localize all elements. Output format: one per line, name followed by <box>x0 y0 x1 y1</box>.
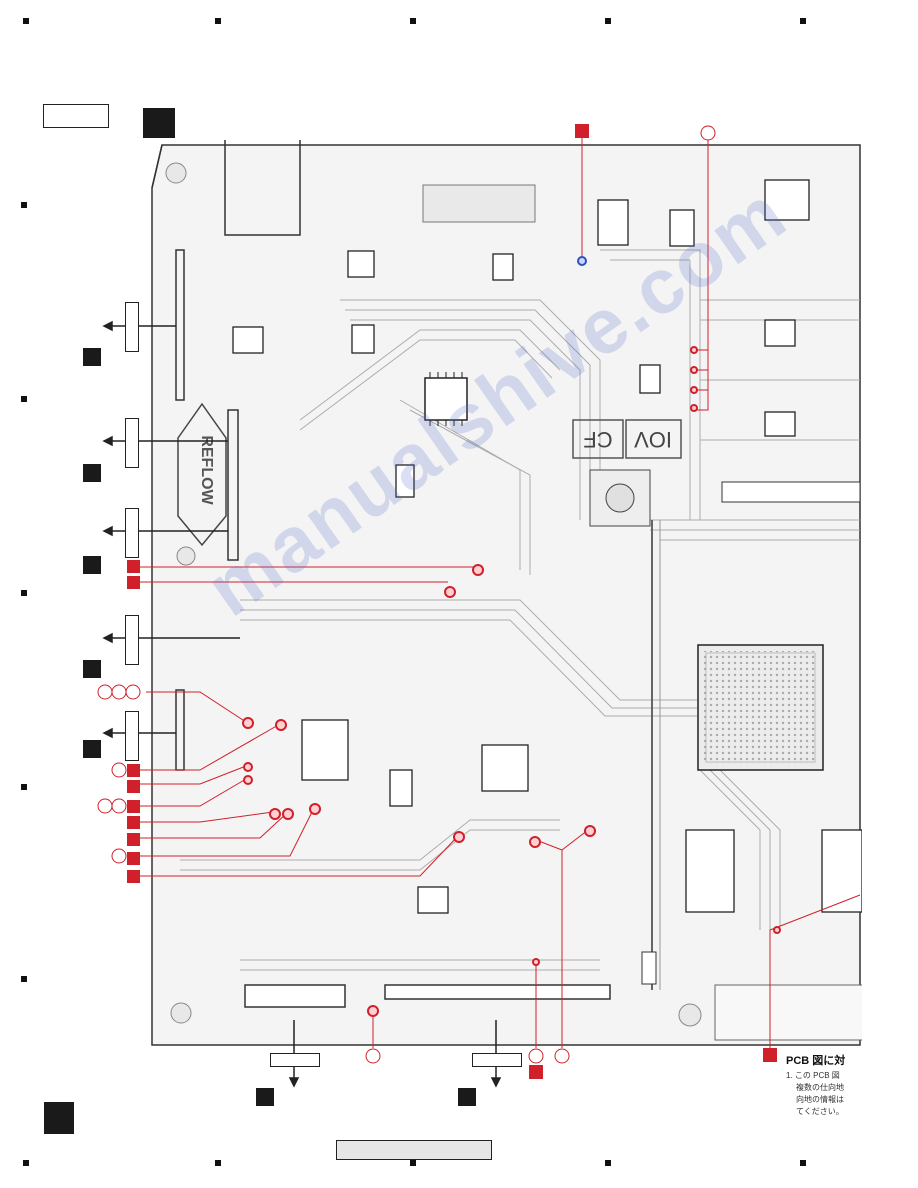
red-marker <box>127 800 140 813</box>
edge-tick <box>21 784 27 790</box>
edge-tick <box>21 396 27 402</box>
edge-tick <box>23 18 29 24</box>
red-marker <box>127 816 140 829</box>
connector-marker <box>83 740 101 758</box>
edge-tick <box>800 18 806 24</box>
bottom-caption-box <box>336 1140 492 1160</box>
edge-tick <box>21 590 27 596</box>
connector-label-box <box>270 1053 320 1067</box>
page-label-box <box>43 104 109 128</box>
connector-marker <box>256 1088 274 1106</box>
note-line: 1. この PCB 図 <box>786 1071 840 1080</box>
silk-cf: CF <box>583 427 612 452</box>
edge-tick <box>410 1160 416 1166</box>
connector-label-box <box>125 418 139 468</box>
note-line: てください。 <box>796 1107 844 1116</box>
red-marker <box>127 560 140 573</box>
edge-tick <box>21 202 27 208</box>
connector-label-box <box>125 302 139 352</box>
connector-marker <box>83 556 101 574</box>
red-marker <box>127 852 140 865</box>
red-marker <box>529 1065 543 1079</box>
connector-label-box <box>125 711 139 761</box>
connector-marker <box>83 660 101 678</box>
right-edge-mask <box>862 0 918 1188</box>
connector-marker <box>458 1088 476 1106</box>
connector-marker <box>83 464 101 482</box>
edge-tick <box>215 18 221 24</box>
red-marker <box>127 833 140 846</box>
red-marker <box>127 870 140 883</box>
connector-label-box <box>125 615 139 665</box>
red-marker <box>127 780 140 793</box>
connector-label-box <box>472 1053 522 1067</box>
connector-marker <box>83 348 101 366</box>
connector-label-box <box>125 508 139 558</box>
edge-tick <box>410 18 416 24</box>
edge-tick <box>21 976 27 982</box>
edge-tick <box>605 1160 611 1166</box>
silk-iov: IOV <box>634 427 672 452</box>
red-marker <box>127 576 140 589</box>
red-marker <box>763 1048 777 1062</box>
section-marker <box>143 108 175 138</box>
note-line: 向地の情報は <box>796 1095 844 1104</box>
note-title: PCB 図に対 <box>786 1055 846 1067</box>
edge-tick <box>605 18 611 24</box>
corner-marker <box>44 1102 74 1134</box>
silk-reflow: REFLOW <box>198 435 215 505</box>
note-line: 複数の仕向地 <box>796 1083 844 1092</box>
edge-tick <box>23 1160 29 1166</box>
edge-tick <box>800 1160 806 1166</box>
edge-tick <box>215 1160 221 1166</box>
red-marker <box>127 764 140 777</box>
red-marker <box>575 124 589 138</box>
